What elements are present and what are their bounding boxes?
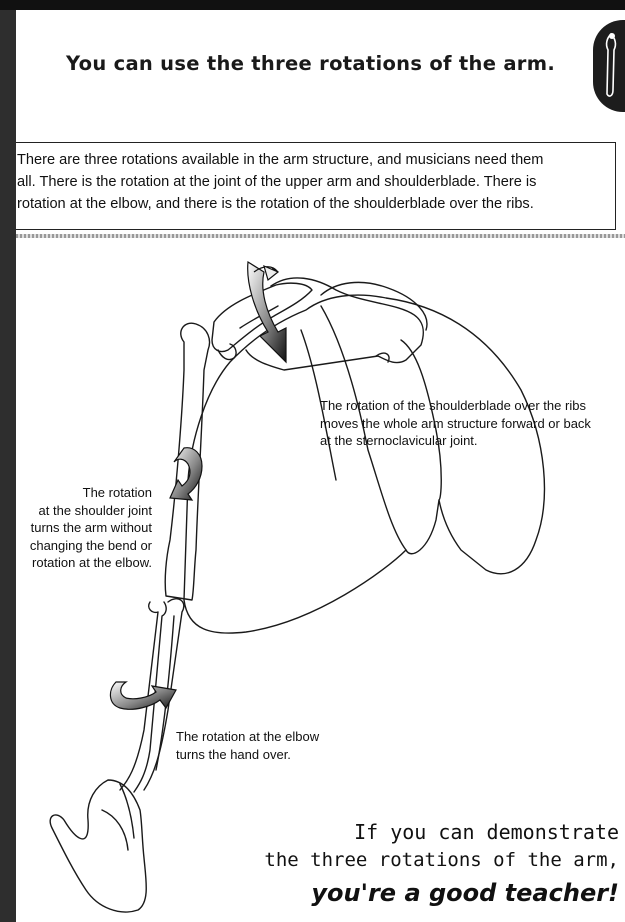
elbow-rotation-label: The rotation at the elbow turns the hand… bbox=[176, 728, 319, 763]
hand-outline bbox=[50, 780, 146, 912]
label-line: turns the arm without bbox=[16, 519, 152, 537]
closing-message: If you can demonstrate the three rotatio… bbox=[264, 818, 619, 912]
label-line: The rotation at the elbow bbox=[176, 728, 319, 746]
top-border bbox=[0, 0, 625, 10]
closing-line: If you can demonstrate bbox=[264, 818, 619, 846]
shoulderblade-rotation-label: The rotation of the shoulderblade over t… bbox=[320, 397, 591, 450]
closing-emphasis: you're a good teacher! bbox=[264, 874, 619, 912]
rotation-arrow-icon bbox=[170, 448, 202, 500]
arm-skeleton-illustration bbox=[16, 10, 625, 922]
label-line: turns the hand over. bbox=[176, 746, 319, 764]
label-line: moves the whole arm structure forward or… bbox=[320, 415, 591, 433]
label-line: at the sternoclavicular joint. bbox=[320, 432, 591, 450]
label-line: rotation at the elbow. bbox=[16, 554, 152, 572]
shoulder-rotation-label: The rotation at the shoulder joint turns… bbox=[16, 484, 152, 572]
rotation-arrow-icon bbox=[110, 682, 176, 709]
ribcage-outline bbox=[184, 295, 544, 633]
label-line: The rotation bbox=[16, 484, 152, 502]
book-page: You can use the three rotations of the a… bbox=[16, 10, 625, 922]
label-line: The rotation of the shoulderblade over t… bbox=[320, 397, 591, 415]
label-line: at the shoulder joint bbox=[16, 502, 152, 520]
closing-line: the three rotations of the arm, bbox=[264, 846, 619, 874]
label-line: changing the bend or bbox=[16, 537, 152, 555]
